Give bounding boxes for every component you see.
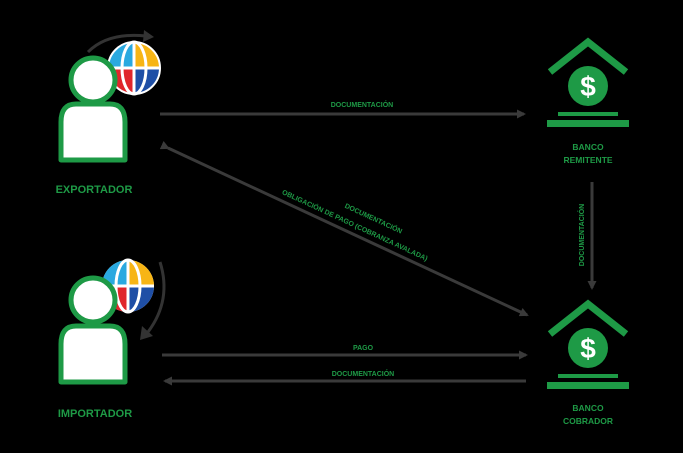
edge-cobrador-to-exportador: DOCUMENTACIÓN OBLIGACIÓN DE PAGO (COBRAN… xyxy=(159,140,529,317)
edge-label: DOCUMENTACIÓN xyxy=(331,100,393,109)
edge-importador-to-cobrador: PAGO xyxy=(162,345,528,360)
edge-cobrador-to-importador: DOCUMENTACIÓN xyxy=(163,369,526,386)
rotate-arrow-icon xyxy=(86,30,154,54)
edge-label-secondary: OBLIGACIÓN DE PAGO (COBRANZA AVALADA) xyxy=(281,187,430,262)
edge-label: PAGO xyxy=(353,345,374,352)
edge-label: DOCUMENTACIÓN xyxy=(332,369,394,378)
banco-cobrador-node: $ BANCO COBRADOR xyxy=(547,299,629,426)
edge-remitente-to-cobrador: DOCUMENTACIÓN xyxy=(577,182,597,290)
edge-export-to-remitente: DOCUMENTACIÓN xyxy=(160,100,526,119)
exportador-node: EXPORTADOR xyxy=(56,30,161,196)
bank-icon: $ xyxy=(547,37,629,127)
person-icon xyxy=(58,55,128,163)
importador-node: IMPORTADOR xyxy=(58,258,166,420)
banco-remitente-node: $ BANCO REMITENTE xyxy=(547,37,629,165)
person-icon xyxy=(58,275,128,385)
banco-remitente-label-line2: REMITENTE xyxy=(563,155,612,165)
bank-icon: $ xyxy=(547,299,629,389)
banco-cobrador-label-line2: COBRADOR xyxy=(563,416,613,426)
importador-label: IMPORTADOR xyxy=(58,408,132,420)
banco-cobrador-label-line1: BANCO xyxy=(572,403,604,413)
dollar-icon: $ xyxy=(580,333,596,364)
exportador-label: EXPORTADOR xyxy=(56,184,133,196)
banco-remitente-label-line1: BANCO xyxy=(572,142,604,152)
dollar-icon: $ xyxy=(580,71,596,102)
globe-icon xyxy=(102,258,154,314)
edge-label: DOCUMENTACIÓN xyxy=(577,204,586,266)
arrow-line xyxy=(159,140,529,317)
